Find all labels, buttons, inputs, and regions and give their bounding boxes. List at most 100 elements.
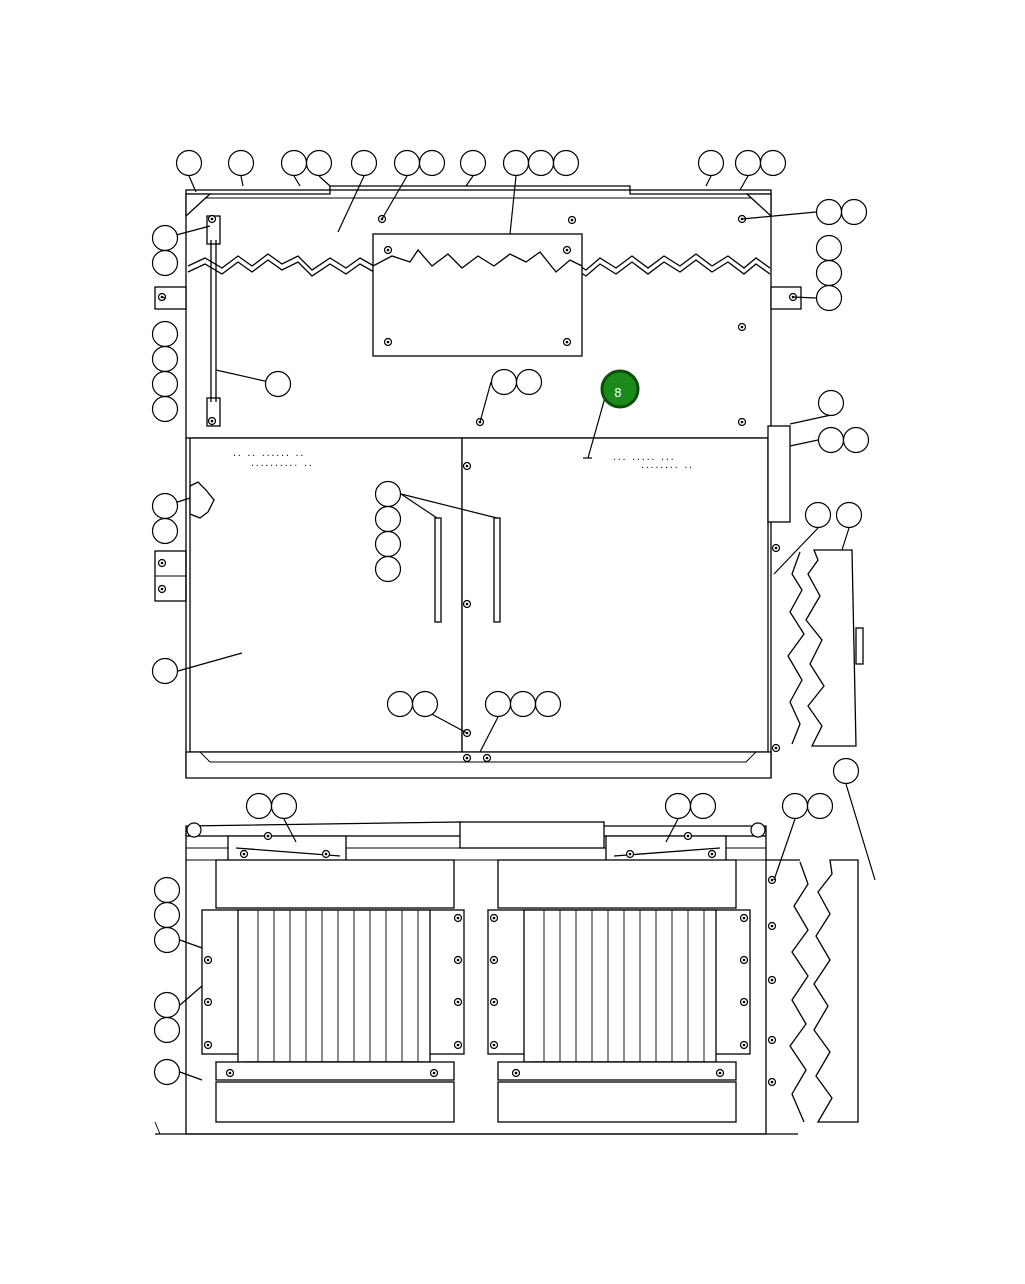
- leader-line: [789, 414, 832, 425]
- callout-bubble[interactable]: [459, 149, 487, 177]
- callout-bubble[interactable]: [817, 389, 845, 417]
- callout-bubble[interactable]: [374, 555, 402, 583]
- callout-bubble[interactable]: [151, 345, 179, 373]
- bolt-center: [718, 1071, 722, 1075]
- callout-bubble[interactable]: [227, 149, 255, 177]
- bolt-center: [386, 340, 390, 344]
- bolt-center: [514, 1071, 518, 1075]
- callout-bubble[interactable]: [374, 505, 402, 533]
- callout-bubble[interactable]: [781, 792, 809, 820]
- callout-bubble[interactable]: [840, 198, 868, 226]
- bolt-center: [266, 834, 270, 838]
- callout-bubble[interactable]: [817, 426, 845, 454]
- callout-bubble[interactable]: [484, 690, 512, 718]
- bolt-center: [432, 1071, 436, 1075]
- callout-bubble[interactable]: [806, 792, 834, 820]
- callout-bubble[interactable]: [411, 690, 439, 718]
- callout-bubble[interactable]: [270, 792, 298, 820]
- callout-bubble[interactable]: [151, 492, 179, 520]
- leader-line: [705, 175, 712, 187]
- callout-bubble[interactable]: [832, 757, 860, 785]
- bolt-center: [386, 248, 390, 252]
- bolt-center: [160, 587, 164, 591]
- callout-bubble[interactable]: [664, 792, 692, 820]
- callout-bubble[interactable]: [264, 370, 292, 398]
- callout-bubble[interactable]: [527, 149, 555, 177]
- callout-bubble[interactable]: [151, 517, 179, 545]
- callout-bubble[interactable]: [734, 149, 762, 177]
- callout-bubble[interactable]: [153, 876, 181, 904]
- callout-bubble[interactable]: [815, 284, 843, 312]
- leader-line: [283, 818, 297, 843]
- callout-bubble[interactable]: [509, 690, 537, 718]
- bolt-center: [628, 852, 632, 856]
- callout-bubble[interactable]: [502, 149, 530, 177]
- bolt-center: [740, 325, 744, 329]
- callout-bubble[interactable]: [153, 991, 181, 1019]
- callout-bubble[interactable]: [697, 149, 725, 177]
- bolt-center: [228, 1071, 232, 1075]
- callout-bubble[interactable]: [350, 149, 378, 177]
- bolt-center: [742, 916, 746, 920]
- bolt-center: [206, 958, 210, 962]
- callout-bubble[interactable]: [153, 1016, 181, 1044]
- callout-bubble[interactable]: [393, 149, 421, 177]
- leader-line: [318, 175, 331, 187]
- bolt-center: [492, 1043, 496, 1047]
- callout-bubble[interactable]: [151, 320, 179, 348]
- access-plate: [372, 233, 583, 357]
- bolt-center: [770, 1080, 774, 1084]
- svg-text:·········· ··: ·········· ··: [250, 461, 313, 470]
- leader-line: [381, 175, 408, 220]
- bolt-center: [492, 1000, 496, 1004]
- bolt-center: [485, 756, 489, 760]
- leader-line: [665, 818, 679, 843]
- callout-bubble[interactable]: [305, 149, 333, 177]
- callout-bubble[interactable]: [689, 792, 717, 820]
- callout-bubble[interactable]: [151, 224, 179, 252]
- highlight-marker[interactable]: [600, 369, 640, 409]
- bolt-center: [456, 916, 460, 920]
- callout-bubble[interactable]: [175, 149, 203, 177]
- callout-bubble[interactable]: [815, 198, 843, 226]
- callout-bubble[interactable]: [151, 395, 179, 423]
- callout-bubble[interactable]: [151, 370, 179, 398]
- bolt-center: [492, 958, 496, 962]
- callout-bubble[interactable]: [815, 234, 843, 262]
- callout-bubble[interactable]: [418, 149, 446, 177]
- callout-bubble[interactable]: [490, 368, 518, 396]
- item-callout-highlighted[interactable]: 8: [583, 369, 640, 459]
- highlight-label: 8: [614, 386, 622, 400]
- callout-bubble[interactable]: [151, 657, 179, 685]
- latch-left: [189, 481, 215, 519]
- leader-line: [789, 439, 819, 447]
- front-doors: ·· ·· ······ ·· ·········· ·· ··· ····· …: [154, 425, 791, 779]
- callout-bubble[interactable]: [374, 530, 402, 558]
- callout-bubble[interactable]: [153, 901, 181, 929]
- callout-bubble[interactable]: [151, 249, 179, 277]
- callout-bubble[interactable]: [835, 501, 863, 529]
- callout-bubble[interactable]: [552, 149, 580, 177]
- leader-line: [479, 381, 492, 423]
- bolt-center: [774, 746, 778, 750]
- callout-bubble[interactable]: [534, 690, 562, 718]
- callout-bubble[interactable]: [153, 926, 181, 954]
- callout-bubble[interactable]: [515, 368, 543, 396]
- callout-bubble[interactable]: [153, 1058, 181, 1086]
- callout-bubble[interactable]: [374, 480, 402, 508]
- leader-line: [465, 175, 474, 187]
- callout-bubble[interactable]: [842, 426, 870, 454]
- leader-line: [293, 175, 301, 187]
- bolt-center: [770, 924, 774, 928]
- callout-bubble[interactable]: [815, 259, 843, 287]
- callout-bubble[interactable]: [804, 501, 832, 529]
- callout-bubble[interactable]: [245, 792, 273, 820]
- leader-line: [161, 296, 166, 299]
- callout-bubble[interactable]: [280, 149, 308, 177]
- callout-bubble[interactable]: [759, 149, 787, 177]
- leader-line: [792, 296, 817, 299]
- bolt-center: [456, 1000, 460, 1004]
- lift-bracket-right: [770, 286, 802, 310]
- leader-line: [741, 211, 817, 220]
- callout-bubble[interactable]: [386, 690, 414, 718]
